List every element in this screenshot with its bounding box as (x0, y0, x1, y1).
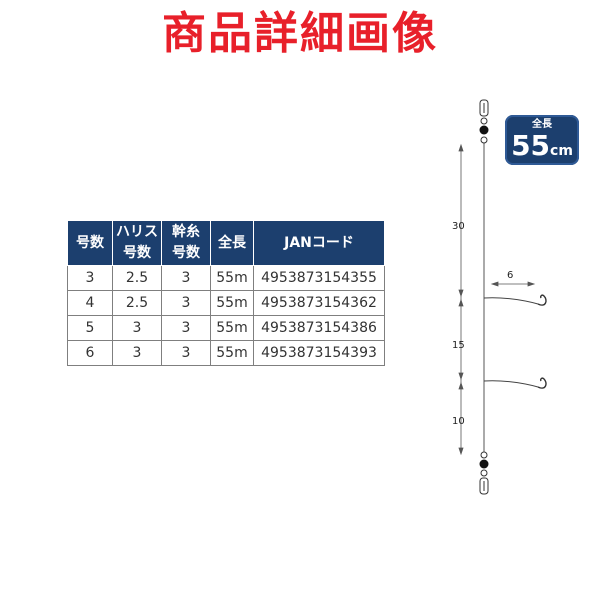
dimension-label-top: 30 (452, 221, 465, 232)
cell-main-line-size: 3 (161, 290, 211, 316)
header-jan-code-label: JANコード (284, 234, 354, 251)
spec-table: 号数 ハリス 号数 幹糸 号数 全長 JANコード 3 2.5 3 55m 49… (67, 220, 385, 366)
page-title: 商品詳細画像 (162, 8, 438, 59)
top-swivel-icon (479, 99, 489, 144)
cell-leader-size: 2.5 (112, 265, 162, 291)
header-main-line-label: 幹糸 (172, 224, 200, 240)
header-total-length-label: 全長 (218, 234, 246, 251)
badge-label: 全長 (532, 119, 552, 130)
cell-main-line-size: 3 (161, 315, 211, 341)
header-size-label: 号数 (76, 234, 104, 251)
cell-leader-size: 3 (112, 315, 162, 341)
dimension-label-middle: 15 (452, 340, 465, 351)
cell-main-line-size: 3 (161, 265, 211, 291)
header-leader-label: ハリス (116, 224, 158, 240)
lower-hook-icon (483, 377, 547, 389)
cell-leader-size: 3 (112, 340, 162, 366)
cell-jan-code: 4953873154362 (253, 290, 385, 316)
table-header-row: 号数 ハリス 号数 幹糸 号数 全長 JANコード (67, 220, 385, 266)
header-main-line-sub: 号数 (172, 245, 200, 261)
total-length-badge: 全長 55cm (505, 115, 579, 165)
header-leader-sub: 号数 (123, 245, 151, 261)
badge-value: 55 (511, 129, 551, 162)
table-row: 6 3 3 55m 4953873154393 (67, 340, 385, 366)
dimension-label-bottom: 10 (452, 416, 465, 427)
table-row: 3 2.5 3 55m 4953873154355 (67, 265, 385, 291)
branch-dimension (490, 281, 536, 287)
cell-jan-code: 4953873154355 (253, 265, 385, 291)
cell-size: 4 (67, 290, 113, 316)
cell-total-length: 55m (210, 315, 254, 341)
cell-jan-code: 4953873154393 (253, 340, 385, 366)
header-size: 号数 (67, 220, 113, 266)
header-total-length: 全長 (210, 220, 254, 266)
badge-unit: cm (550, 143, 573, 159)
vertical-dimension (458, 143, 464, 456)
upper-hook-icon (483, 294, 547, 306)
header-leader-size: ハリス 号数 (112, 220, 162, 266)
header-jan-code: JANコード (253, 220, 385, 266)
dimension-label-branch: 6 (507, 270, 513, 281)
cell-size: 5 (67, 315, 113, 341)
bottom-swivel-icon (479, 451, 489, 495)
cell-total-length: 55m (210, 265, 254, 291)
table-row: 5 3 3 55m 4953873154386 (67, 315, 385, 341)
header-main-line-size: 幹糸 号数 (161, 220, 211, 266)
cell-total-length: 55m (210, 340, 254, 366)
